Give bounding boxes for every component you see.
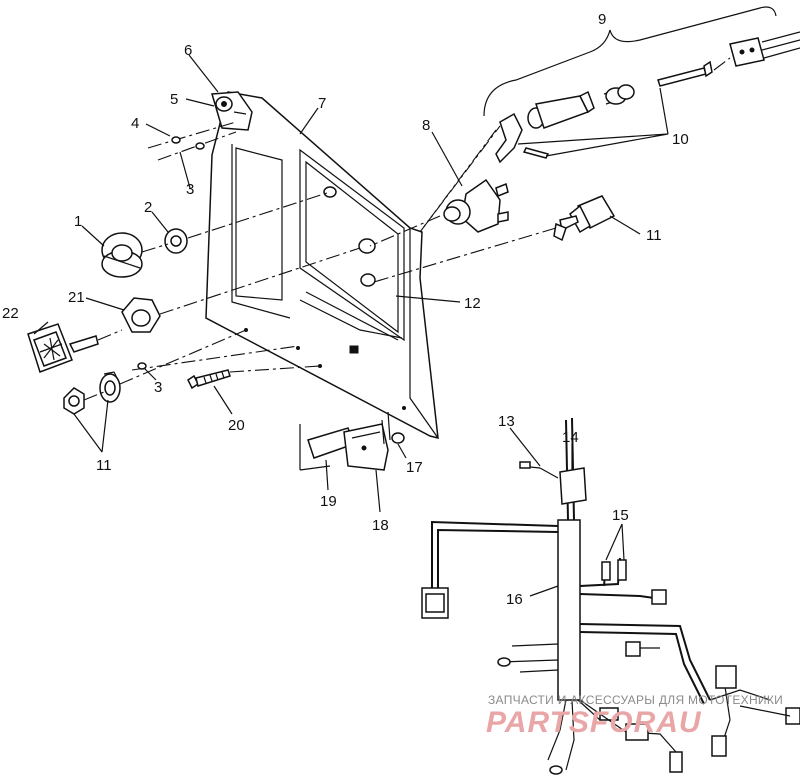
callout-6: 6 xyxy=(184,42,192,59)
watermark-logo: PARTSFORAU xyxy=(486,706,702,739)
callout-10: 10 xyxy=(672,131,689,148)
callout-14: 14 xyxy=(562,429,579,446)
hex-nut xyxy=(121,297,161,333)
callout-9: 9 xyxy=(598,11,606,28)
callouts: 6 5 4 3 7 9 8 10 11 2 1 12 21 22 3 11 20… xyxy=(2,11,689,608)
callout-11-right: 11 xyxy=(646,227,662,244)
callout-16: 16 xyxy=(506,591,523,608)
callout-20: 20 xyxy=(228,417,245,434)
toggle-switch xyxy=(553,195,616,242)
callout-2: 2 xyxy=(144,199,152,216)
callout-5: 5 xyxy=(170,91,178,108)
harness-connector xyxy=(729,31,800,67)
dash-panel xyxy=(205,91,439,439)
callout-8: 8 xyxy=(422,117,430,134)
switch-assembly xyxy=(495,60,713,164)
relay-mount xyxy=(299,411,405,471)
leader-lines xyxy=(33,54,669,597)
ignition-key xyxy=(27,323,99,373)
mount-bracket xyxy=(211,91,253,131)
callout-3-lower: 3 xyxy=(154,379,162,396)
callout-7: 7 xyxy=(318,95,326,112)
ignition-switch xyxy=(443,178,509,233)
wiring-harness xyxy=(421,417,800,775)
screw-upper xyxy=(147,121,237,161)
callout-18: 18 xyxy=(372,517,389,534)
callout-19: 19 xyxy=(320,493,337,510)
callout-11-left: 11 xyxy=(96,457,112,474)
lock-washer xyxy=(164,228,188,254)
callout-21: 21 xyxy=(68,289,85,306)
callout-15: 15 xyxy=(612,507,629,524)
callout-1: 1 xyxy=(74,213,82,230)
watermark-caption: ЗАПЧАСТИ И АКСЕССУАРЫ ДЛЯ МОТОТЕХНИКИ xyxy=(488,693,783,707)
callout-12: 12 xyxy=(464,295,481,312)
callout-3-upper: 3 xyxy=(186,181,194,198)
callout-17: 17 xyxy=(406,459,423,476)
callout-22: 22 xyxy=(2,305,19,322)
ring-nut xyxy=(101,232,143,278)
switch-nut-washer xyxy=(63,371,121,415)
callout-13: 13 xyxy=(498,413,515,430)
callout-4: 4 xyxy=(131,115,139,132)
watermark: ЗАПЧАСТИ И АКСЕССУАРЫ ДЛЯ МОТОТЕХНИКИ PA… xyxy=(486,693,783,739)
bolt xyxy=(187,369,231,390)
